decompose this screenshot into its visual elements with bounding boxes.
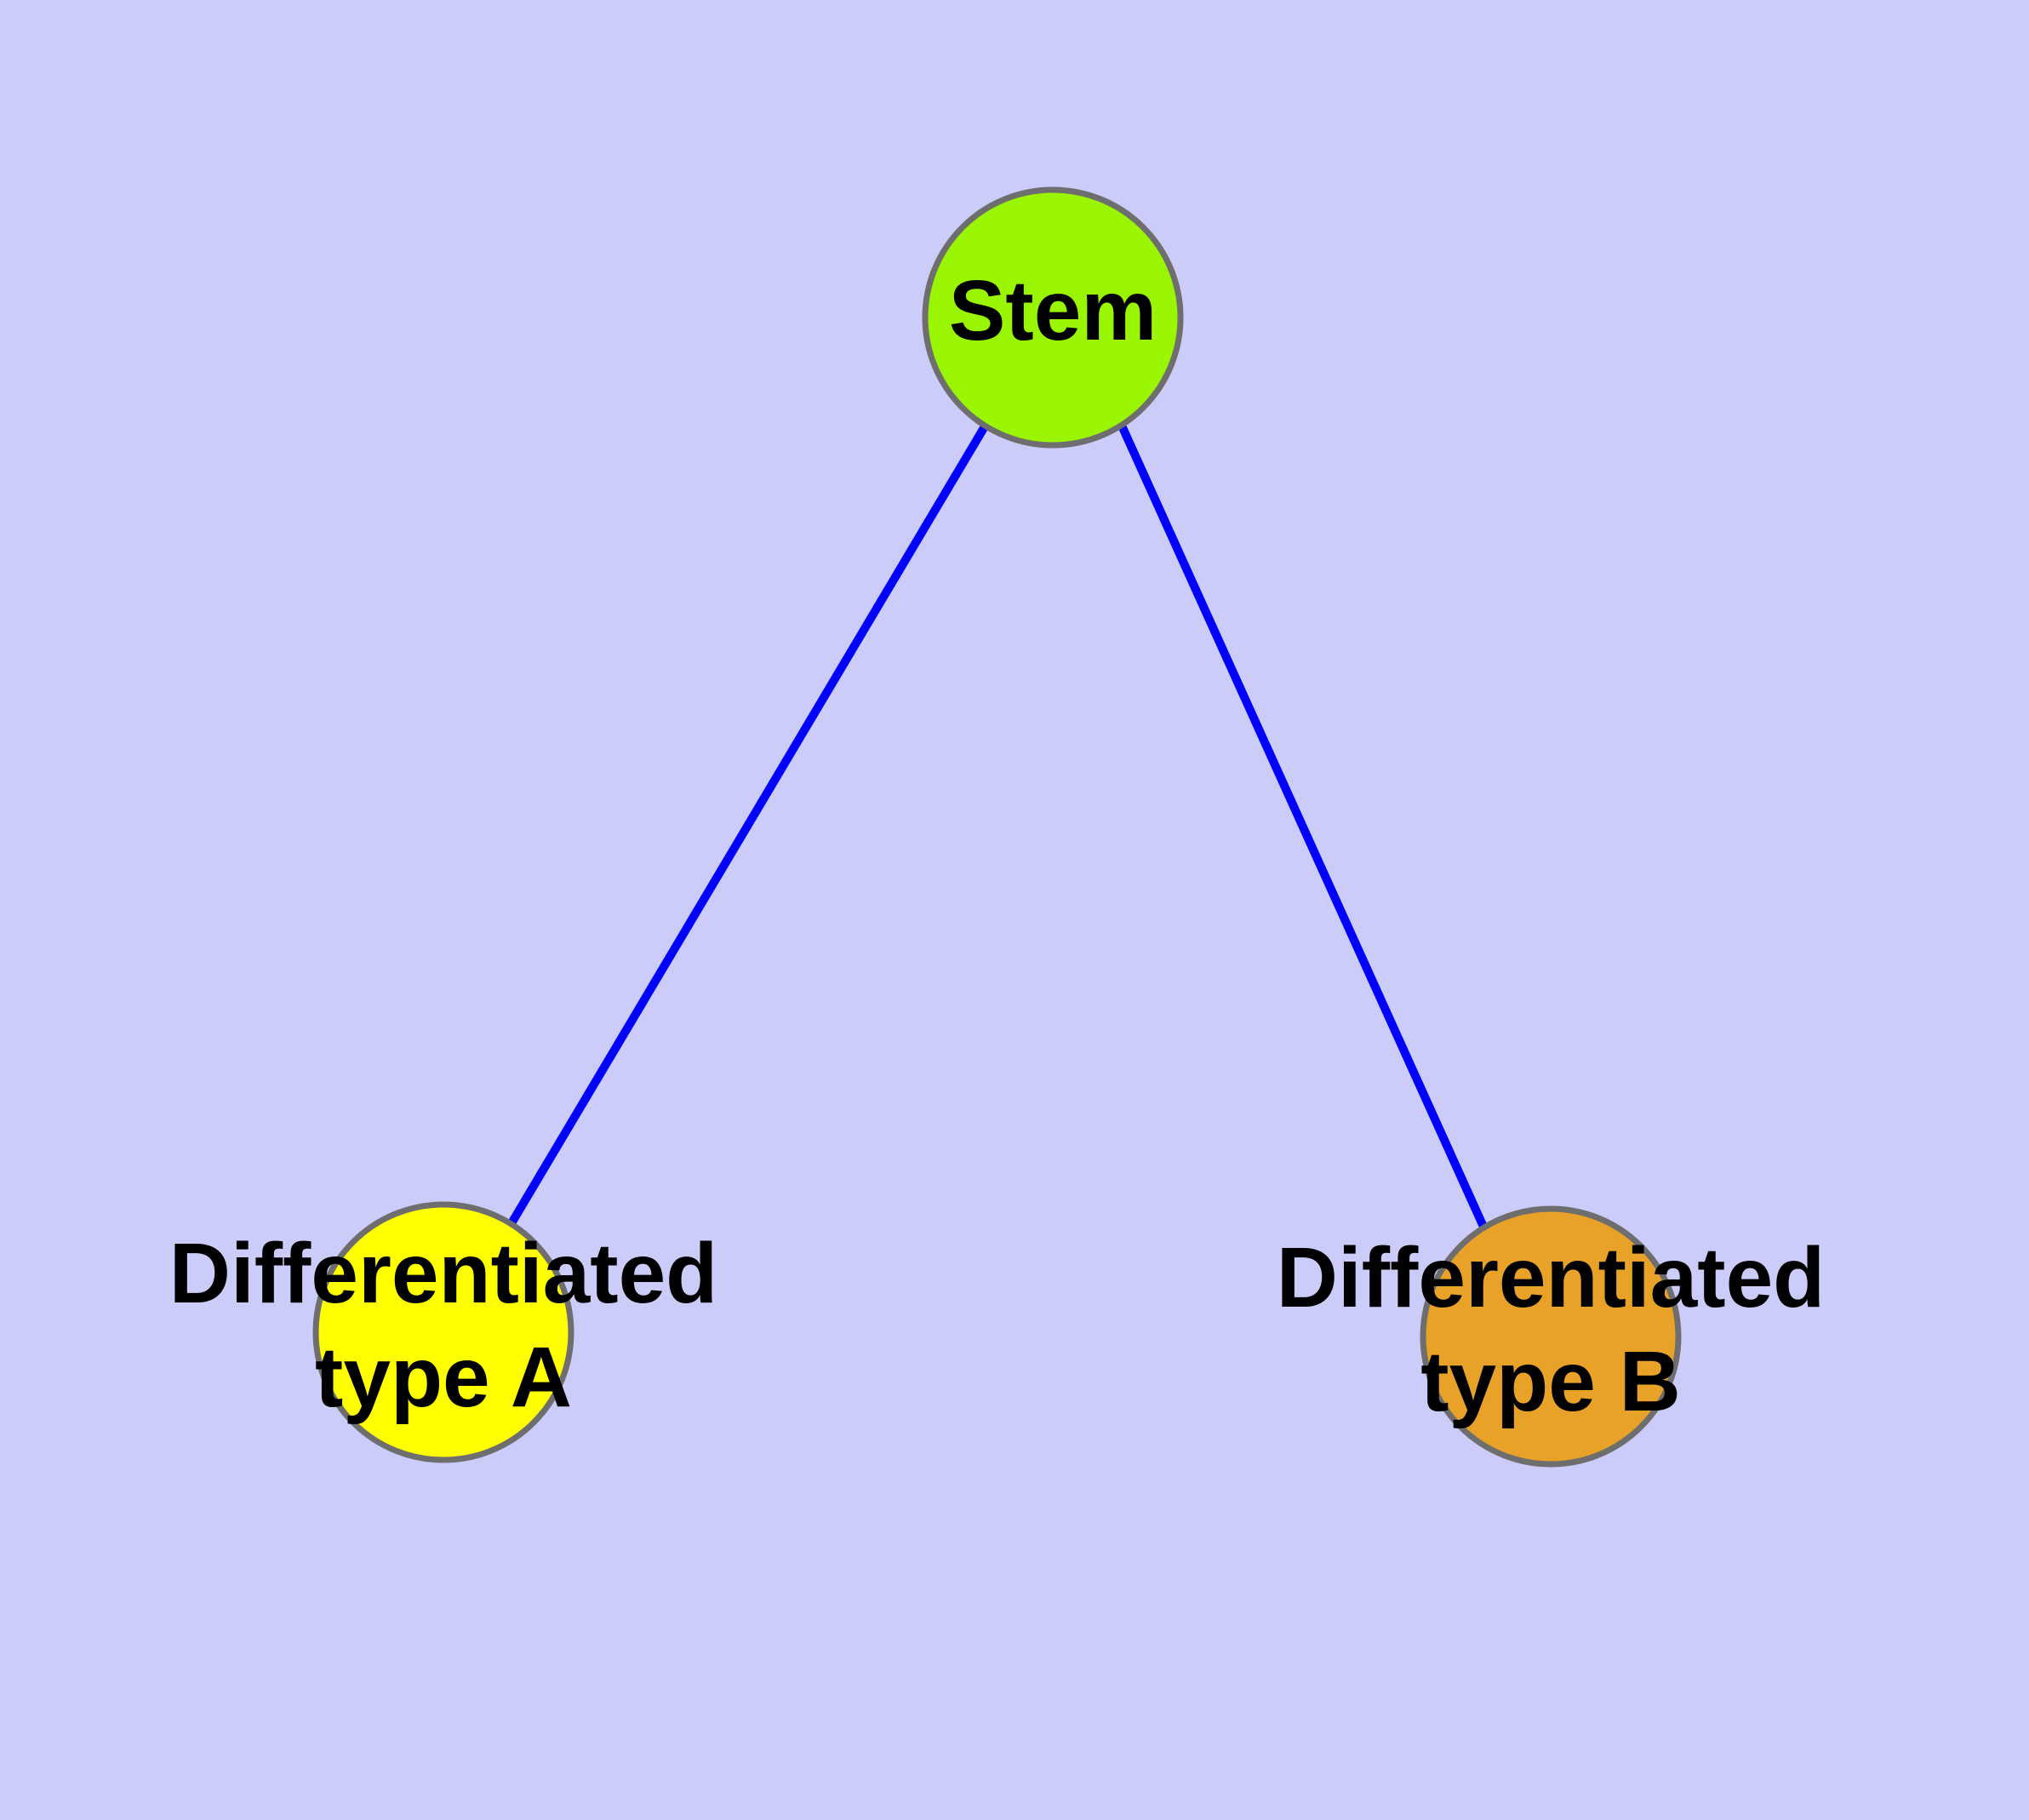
node-circle-stem[interactable] bbox=[922, 186, 1184, 449]
graph-edge-stem-to-diff-a bbox=[507, 424, 989, 1226]
node-label-line: type B bbox=[1420, 1334, 1681, 1429]
node-circle-diff_b[interactable] bbox=[1420, 1205, 1682, 1468]
node-label-line: Stem bbox=[949, 263, 1157, 358]
node-label-line: type A bbox=[315, 1330, 572, 1425]
edges-layer bbox=[507, 423, 1488, 1229]
node-label-line: Differentiated bbox=[1277, 1230, 1826, 1325]
node-circle-diff_a[interactable] bbox=[312, 1201, 574, 1463]
graph-edge-stem-to-diff-b bbox=[1117, 423, 1488, 1229]
node-label-stem: Stem bbox=[949, 263, 1157, 358]
node-label-line: Differentiated bbox=[169, 1226, 718, 1321]
graph-node-stem[interactable]: Stem bbox=[922, 186, 1184, 449]
